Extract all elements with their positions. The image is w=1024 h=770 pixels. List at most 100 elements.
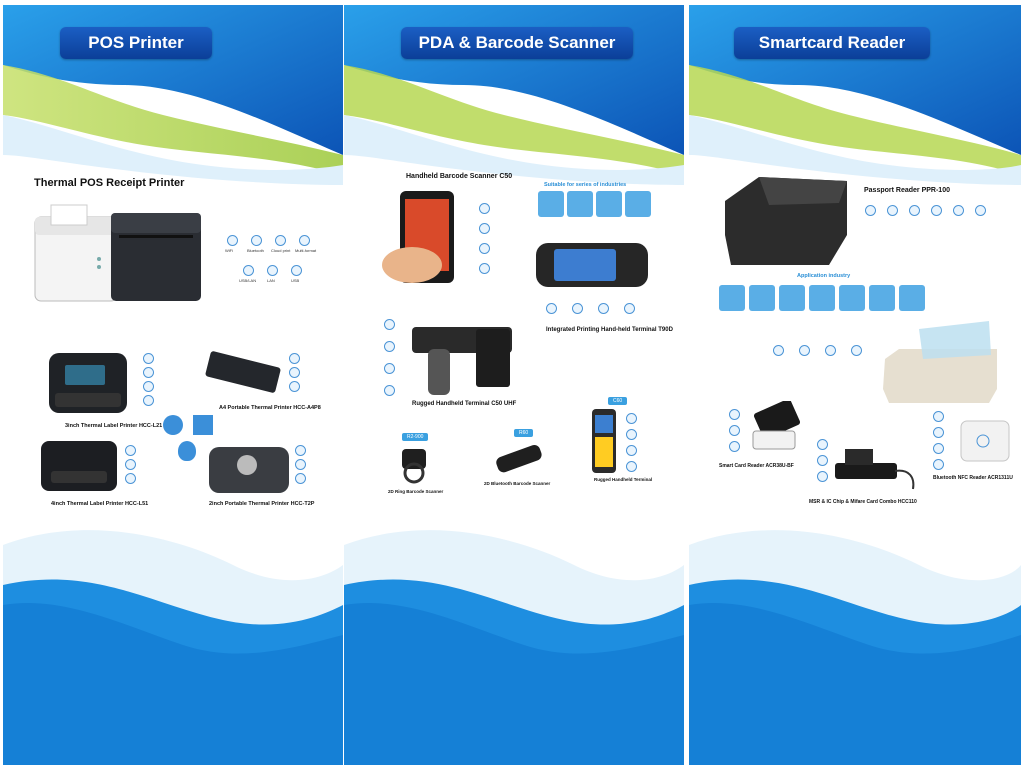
spec-icon xyxy=(931,205,942,216)
industry-currency-exchange-icon xyxy=(869,285,895,311)
spec-icon xyxy=(289,381,300,392)
industry-banking-icon xyxy=(839,285,865,311)
industry-healthcare-icon xyxy=(625,191,651,217)
uhf-icon xyxy=(384,341,395,352)
spec-icon xyxy=(729,425,740,436)
battery-icon xyxy=(479,263,490,274)
ring-scanner-image xyxy=(402,449,426,484)
feature-label: USB xyxy=(291,278,300,283)
feature-label: Bluetooth xyxy=(247,248,264,253)
windows-icon xyxy=(193,415,213,435)
product-label: 4inch Thermal Label Printer HCC-L51 xyxy=(51,501,149,507)
product-label: Integrated Printing Hand-held Terminal T… xyxy=(546,327,673,333)
bluetooth-scanner-image xyxy=(496,444,542,473)
spec-icon xyxy=(143,395,154,406)
camera-icon xyxy=(479,243,490,254)
product-label: Bluetooth NFC Reader ACR1311U xyxy=(933,475,1013,481)
panel-title: POS Printer xyxy=(60,27,212,59)
feature-label: WiFi xyxy=(225,248,233,253)
feature-label: LAN xyxy=(267,278,275,283)
product-label: Rugged Handheld Terminal C50 UHF xyxy=(412,401,517,407)
card-combo-reader-image xyxy=(835,449,915,490)
spec-icon xyxy=(125,445,136,456)
model-tag: R2-900 xyxy=(402,433,429,441)
product-label: 2inch Portable Thermal Printer HCC-T2P xyxy=(209,501,315,507)
product-label: Handheld Barcode Scanner C50 xyxy=(406,173,513,180)
panel-smartcard-reader: Smartcard Reader Passport Reader PPR-100… xyxy=(689,5,1021,765)
industry-civil-aviation-icon xyxy=(779,285,805,311)
spec-icon xyxy=(546,303,557,314)
industries-title: Suitable for series of industries xyxy=(544,182,627,188)
label-printer-3inch-image xyxy=(49,353,127,413)
spec-icon xyxy=(289,353,300,364)
spec-icon xyxy=(295,473,306,484)
spec-icon xyxy=(143,381,154,392)
bluetooth-nfc-reader-image xyxy=(960,420,1010,462)
product-label: Rugged Handheld Terminal xyxy=(594,477,653,482)
spec-icon xyxy=(933,459,944,470)
spec-icon xyxy=(572,303,583,314)
spec-icon xyxy=(817,471,828,482)
feature-label: Cloud print xyxy=(271,248,291,253)
industry-retail-icon xyxy=(538,191,564,217)
panel-title: PDA & Barcode Scanner xyxy=(401,27,633,59)
spec-icon xyxy=(773,345,784,356)
wave-background xyxy=(3,5,343,765)
panel-title: Smartcard Reader xyxy=(734,27,930,59)
product-label: 2D Bluetooth Barcode Scanner xyxy=(484,481,551,486)
spec-icon xyxy=(143,367,154,378)
feature-label: Multi-format xyxy=(295,248,317,253)
spec-icon xyxy=(626,413,637,424)
bluetooth-icon xyxy=(251,235,262,246)
printing-terminal-image xyxy=(536,243,648,287)
spec-icon xyxy=(933,427,944,438)
spec-icon xyxy=(799,345,810,356)
cloud-print-icon xyxy=(275,235,286,246)
battery-icon xyxy=(384,385,395,396)
model-tag: R60 xyxy=(514,429,534,437)
spec-icon xyxy=(125,473,136,484)
document-scanner-image xyxy=(883,321,997,403)
wifi-icon xyxy=(227,235,238,246)
spec-icon xyxy=(626,461,637,472)
industry-entry-exit-icon xyxy=(749,285,775,311)
industry-hospital-icon xyxy=(899,285,925,311)
spec-icon xyxy=(479,203,490,214)
usb-icon xyxy=(291,265,302,276)
nfc-icon xyxy=(624,303,635,314)
product-label: 3inch Thermal Label Printer HCC-L21 xyxy=(65,423,163,429)
spec-icon xyxy=(626,429,637,440)
spec-icon xyxy=(295,459,306,470)
spec-icon xyxy=(295,445,306,456)
usb-lan-icon xyxy=(243,265,254,276)
spec-icon xyxy=(887,205,898,216)
spec-icon xyxy=(825,345,836,356)
spec-icon xyxy=(933,443,944,454)
app-industry-title: Application industry xyxy=(797,273,851,279)
spec-icon xyxy=(384,319,395,330)
portable-printer-2inch-image xyxy=(209,447,289,493)
panel-pos-printer: POS Printer Thermal POS Receipt Printer … xyxy=(3,5,343,765)
product-label: A4 Portable Thermal Printer HCC-A4P8 xyxy=(219,405,321,411)
spec-icon xyxy=(729,441,740,452)
spec-icon xyxy=(626,445,637,456)
receipt-printer-image xyxy=(34,204,201,302)
camera-icon xyxy=(384,363,395,374)
spec-icon xyxy=(851,345,862,356)
spec-icon xyxy=(865,205,876,216)
apple-icon xyxy=(178,441,196,461)
passport-reader-image xyxy=(725,177,847,265)
panel-pda-barcode: PDA & Barcode Scanner Handheld Barcode S… xyxy=(344,5,684,765)
android-icon xyxy=(163,415,183,435)
industry-hotel-icon xyxy=(809,285,835,311)
a4-portable-printer-image xyxy=(205,351,281,393)
spec-icon xyxy=(289,367,300,378)
product-label: MSR & IC Chip & Mifare Card Combo HCC110 xyxy=(809,499,917,505)
spec-icon xyxy=(125,459,136,470)
spec-icon xyxy=(975,205,986,216)
feature-label: USB/LAN xyxy=(239,278,257,283)
industry-logistics-icon xyxy=(567,191,593,217)
smart-card-reader-image xyxy=(752,401,801,450)
rugged-uhf-terminal-image xyxy=(412,327,512,395)
product-label: Smart Card Reader ACR38U-BF xyxy=(719,463,794,469)
